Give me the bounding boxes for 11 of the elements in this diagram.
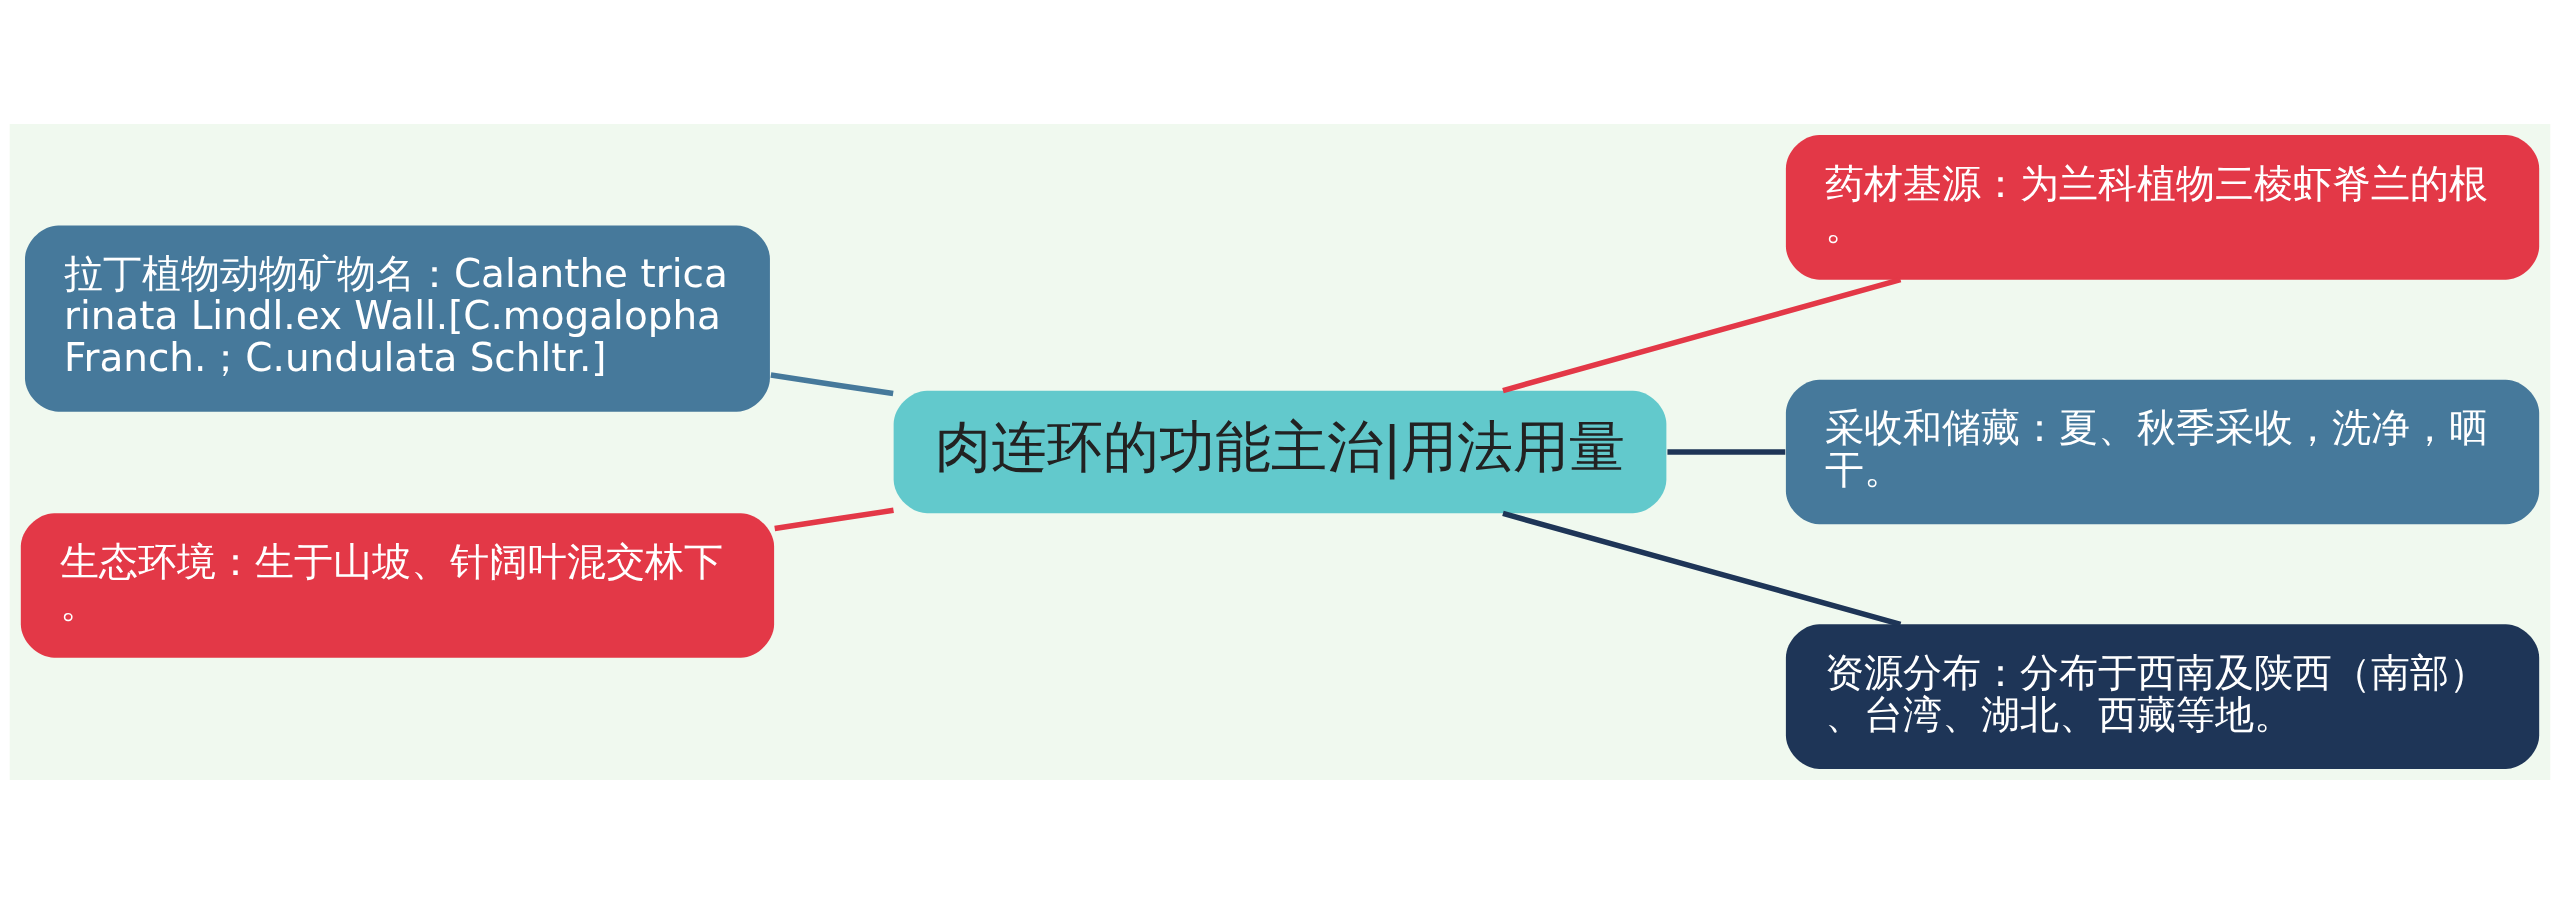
node-box: 肉连环的功能主治|用法用量 [893,390,1667,513]
node-box: 资源分布：分布于西南及陕西（南部）、台湾、湖北、西藏等地。 [1785,623,2540,769]
node-box: 生态环境：生于山坡、针阔叶混交林下。 [20,512,775,658]
node-box: 拉丁植物动物矿物名：Calanthe tricarinata Lindl.ex Wall.[C.mogalopha Franch.；C.undulata Schltr.] [25,224,770,412]
connector [1667,448,1786,455]
node-box: 药材基源：为兰科植物三棱虾脊兰的根。 [1785,134,2540,280]
connector [1502,276,1902,393]
connector [1502,510,1902,627]
connector [774,507,894,531]
connector [770,371,894,396]
node-box: 采收和储藏：夏、秋季采收，洗净，晒干。 [1785,379,2540,524]
